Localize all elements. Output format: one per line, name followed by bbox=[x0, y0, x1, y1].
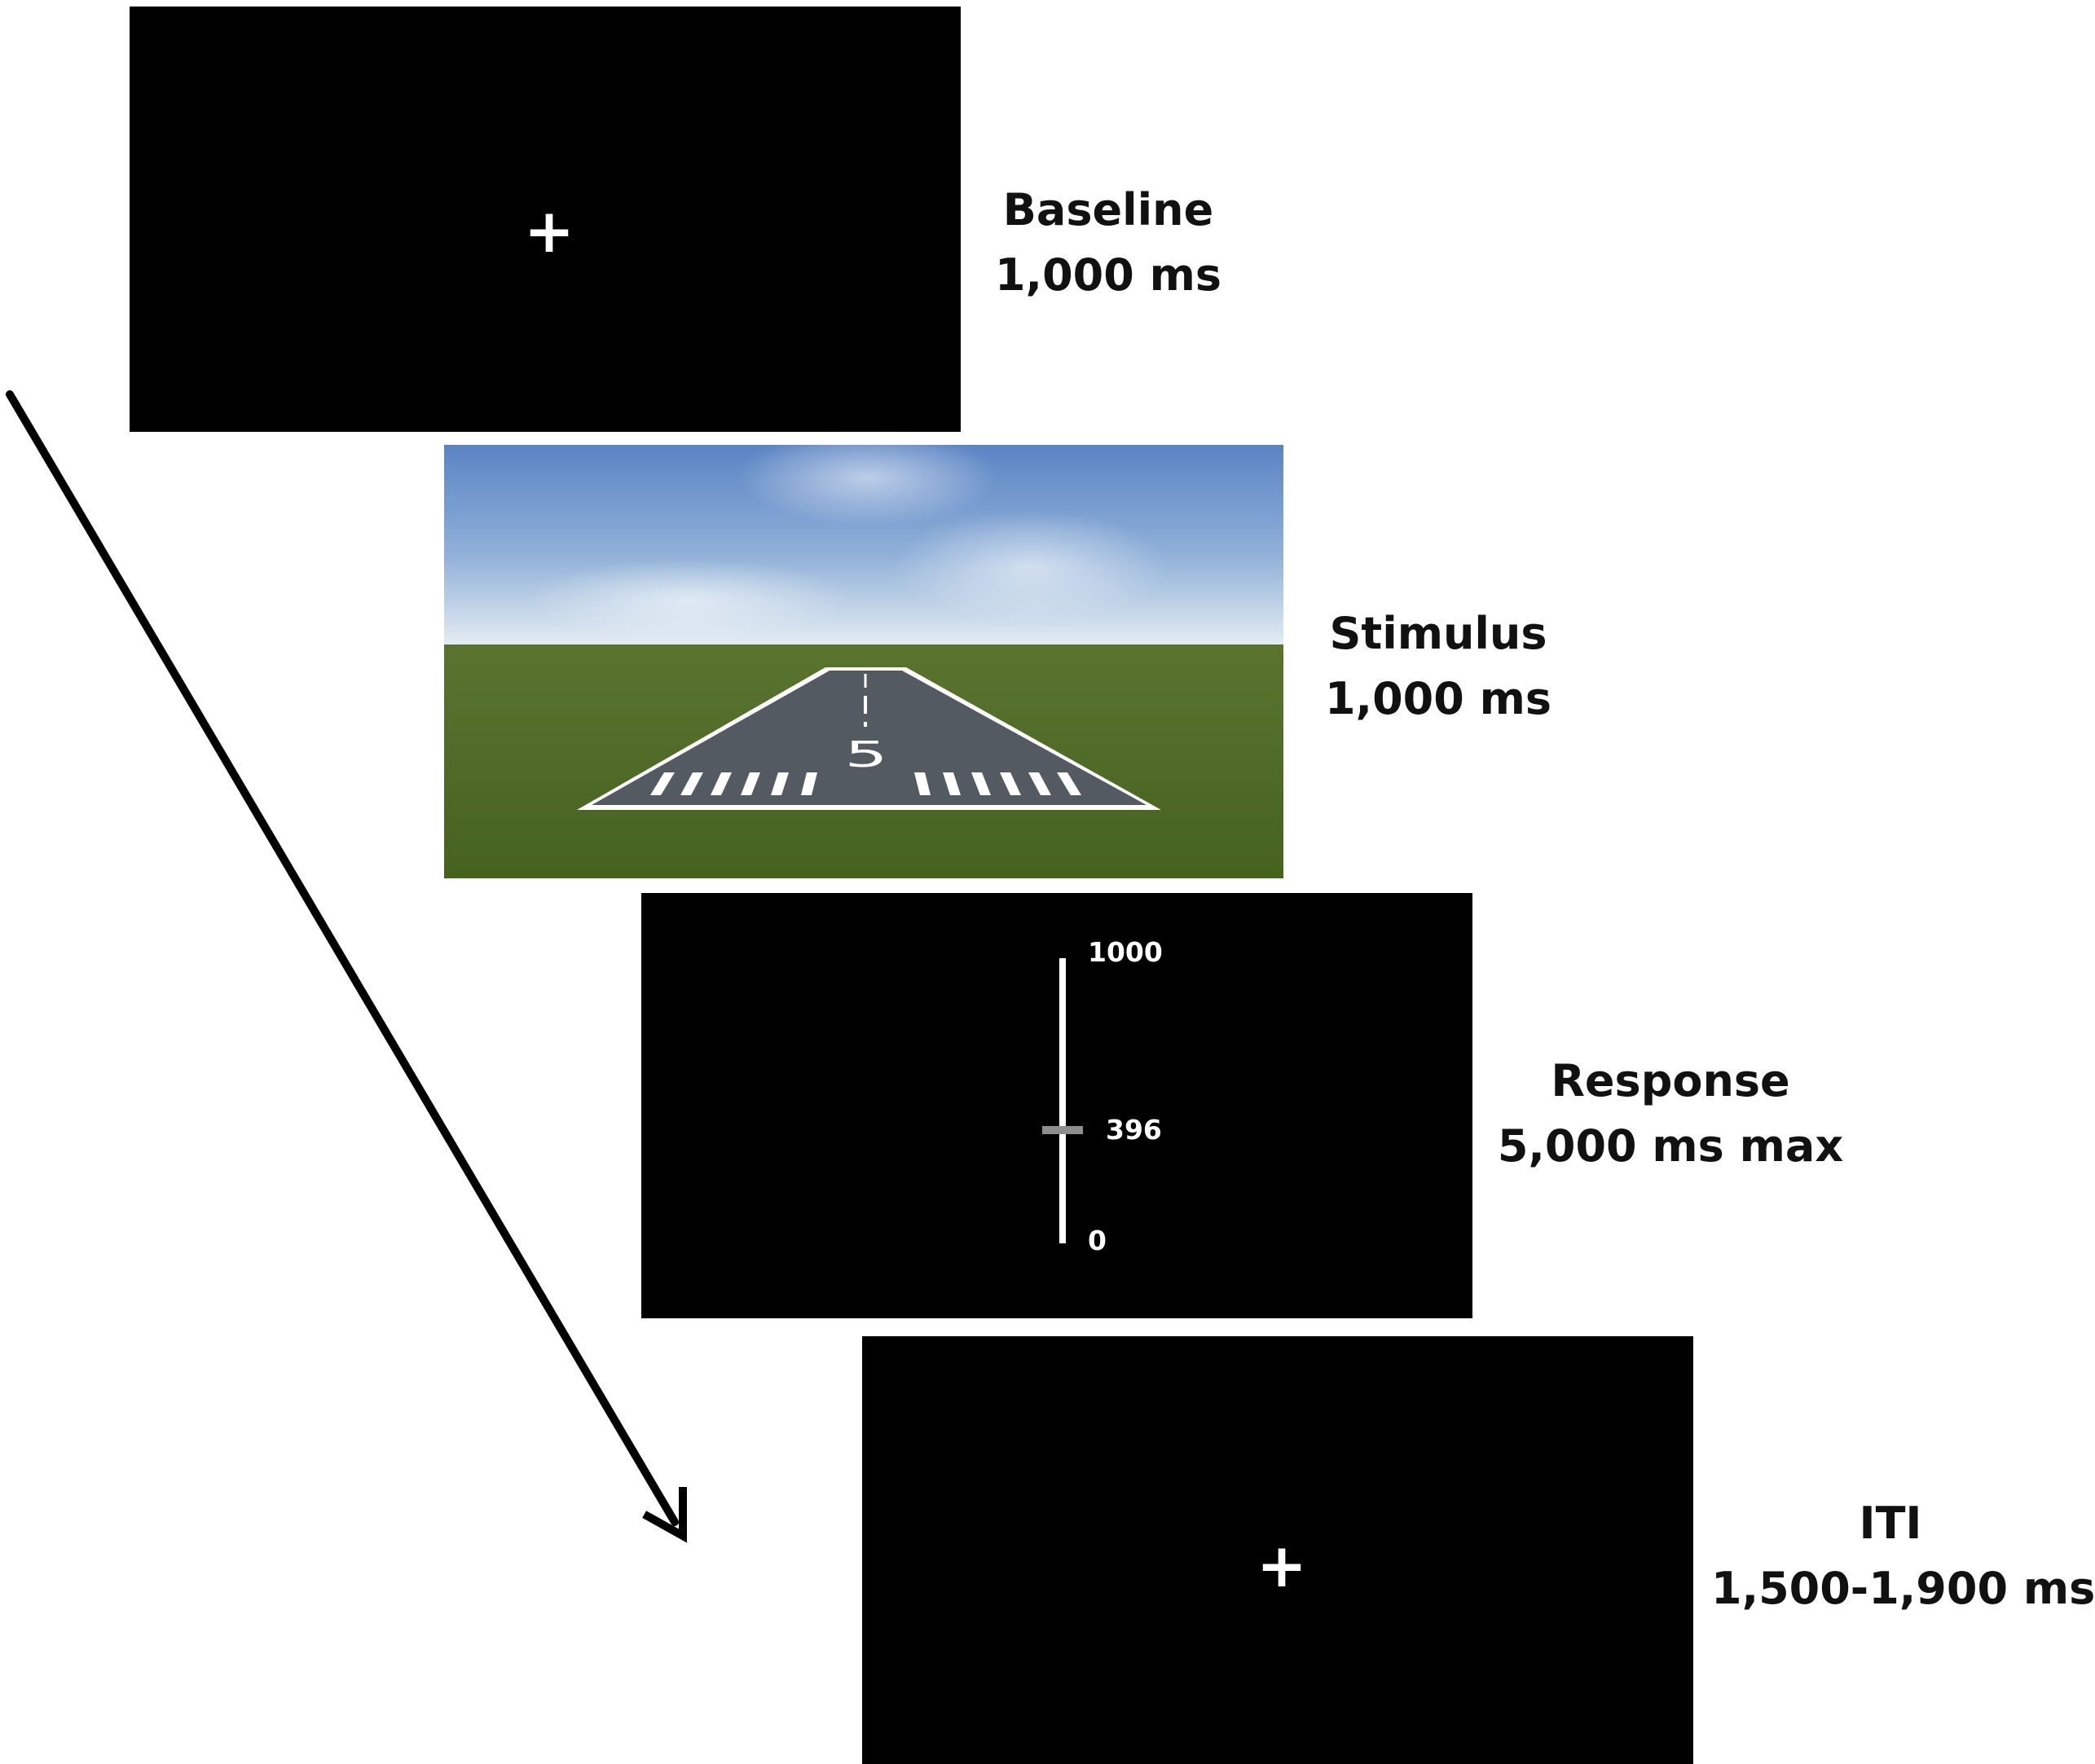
phase-duration: 1,500-1,900 ms bbox=[1711, 1563, 2095, 1614]
response-label: Response 5,000 ms max bbox=[1483, 1049, 1858, 1179]
stimulus-screen: 5 bbox=[444, 429, 1283, 878]
fixation-cross: + bbox=[1256, 1531, 1308, 1601]
slider-max-label: 1000 bbox=[1088, 936, 1163, 968]
runway-scene: 5 bbox=[444, 429, 1283, 878]
slider-handle[interactable] bbox=[1042, 1126, 1083, 1135]
fixation-cross: + bbox=[523, 196, 575, 266]
response-screen: 1000 396 0 bbox=[641, 893, 1472, 1318]
runway bbox=[592, 671, 1147, 805]
slider-value-label: 396 bbox=[1106, 1114, 1162, 1146]
slider-min-label: 0 bbox=[1088, 1225, 1107, 1256]
stimulus-label: Stimulus 1,000 ms bbox=[1275, 601, 1601, 732]
phase-duration: 5,000 ms max bbox=[1497, 1120, 1844, 1172]
runway-number: 5 bbox=[844, 734, 887, 776]
phase-duration: 1,000 ms bbox=[1324, 673, 1551, 724]
slider-track[interactable] bbox=[1059, 958, 1066, 1243]
phase-name: ITI bbox=[1859, 1498, 1922, 1549]
baseline-screen: + bbox=[130, 7, 961, 432]
phase-duration: 1,000 ms bbox=[994, 249, 1221, 301]
phase-name: Stimulus bbox=[1329, 608, 1547, 659]
iti-screen: + bbox=[862, 1336, 1693, 1764]
phase-name: Baseline bbox=[1002, 184, 1214, 235]
phase-name: Response bbox=[1551, 1055, 1790, 1106]
iti-label: ITI 1,500-1,900 ms bbox=[1711, 1491, 2095, 1621]
baseline-label: Baseline 1,000 ms bbox=[945, 178, 1271, 308]
